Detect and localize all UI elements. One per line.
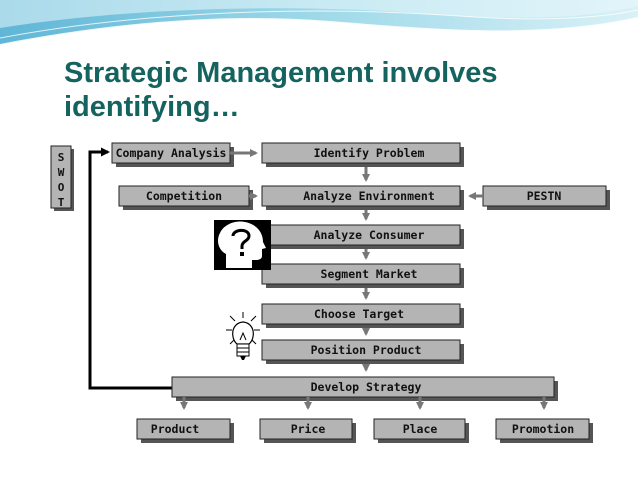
- position-product-label: Position Product: [311, 343, 422, 357]
- promotion-label: Promotion: [512, 422, 574, 436]
- product-box: Product: [136, 418, 234, 443]
- analyze-environment-label: Analyze Environment: [303, 189, 435, 203]
- price-label: Price: [291, 422, 326, 436]
- competition-box: Competition: [118, 185, 253, 210]
- swot-letter-o: O: [58, 181, 65, 194]
- price-box: Price: [259, 418, 356, 443]
- swot-letter-s: S: [58, 151, 65, 164]
- place-label: Place: [403, 422, 438, 436]
- choose-target-label: Choose Target: [314, 307, 404, 321]
- identify-problem-label: Identify Problem: [314, 146, 425, 160]
- product-label: Product: [151, 422, 200, 436]
- slide-title: Strategic Management involves identifyin…: [64, 56, 624, 124]
- analyze-consumer-label: Analyze Consumer: [314, 228, 425, 242]
- pestn-label: PESTN: [527, 189, 562, 203]
- competition-label: Competition: [146, 189, 222, 203]
- swot-letter-t: T: [58, 196, 65, 209]
- feedback-loop-arrow: [88, 147, 172, 390]
- place-box: Place: [373, 418, 469, 443]
- swot-box: S W O T: [50, 145, 74, 211]
- position-product-box: Position Product: [261, 339, 464, 364]
- promotion-box: Promotion: [495, 418, 593, 443]
- slide-title-line-2: identifying…: [64, 91, 240, 123]
- segment-market-label: Segment Market: [321, 267, 418, 281]
- analyze-consumer-box: Analyze Consumer: [261, 224, 464, 249]
- develop-strategy-box: Develop Strategy: [171, 376, 558, 401]
- header-wave-banner: [0, 0, 638, 46]
- lightbulb-icon: [226, 312, 260, 360]
- segment-market-box: Segment Market: [261, 263, 464, 288]
- company-analysis-box: Company Analysis: [111, 142, 234, 167]
- analyze-environment-box: Analyze Environment: [261, 185, 464, 210]
- pestn-box: PESTN: [482, 185, 610, 210]
- identify-problem-box: Identify Problem: [261, 142, 464, 167]
- swot-letter-w: W: [58, 166, 65, 179]
- question-head-icon: [214, 220, 271, 270]
- company-analysis-label: Company Analysis: [116, 146, 227, 160]
- slide-title-line-1: Strategic Management involves: [64, 57, 498, 89]
- develop-strategy-label: Develop Strategy: [311, 380, 422, 394]
- choose-target-box: Choose Target: [261, 303, 464, 328]
